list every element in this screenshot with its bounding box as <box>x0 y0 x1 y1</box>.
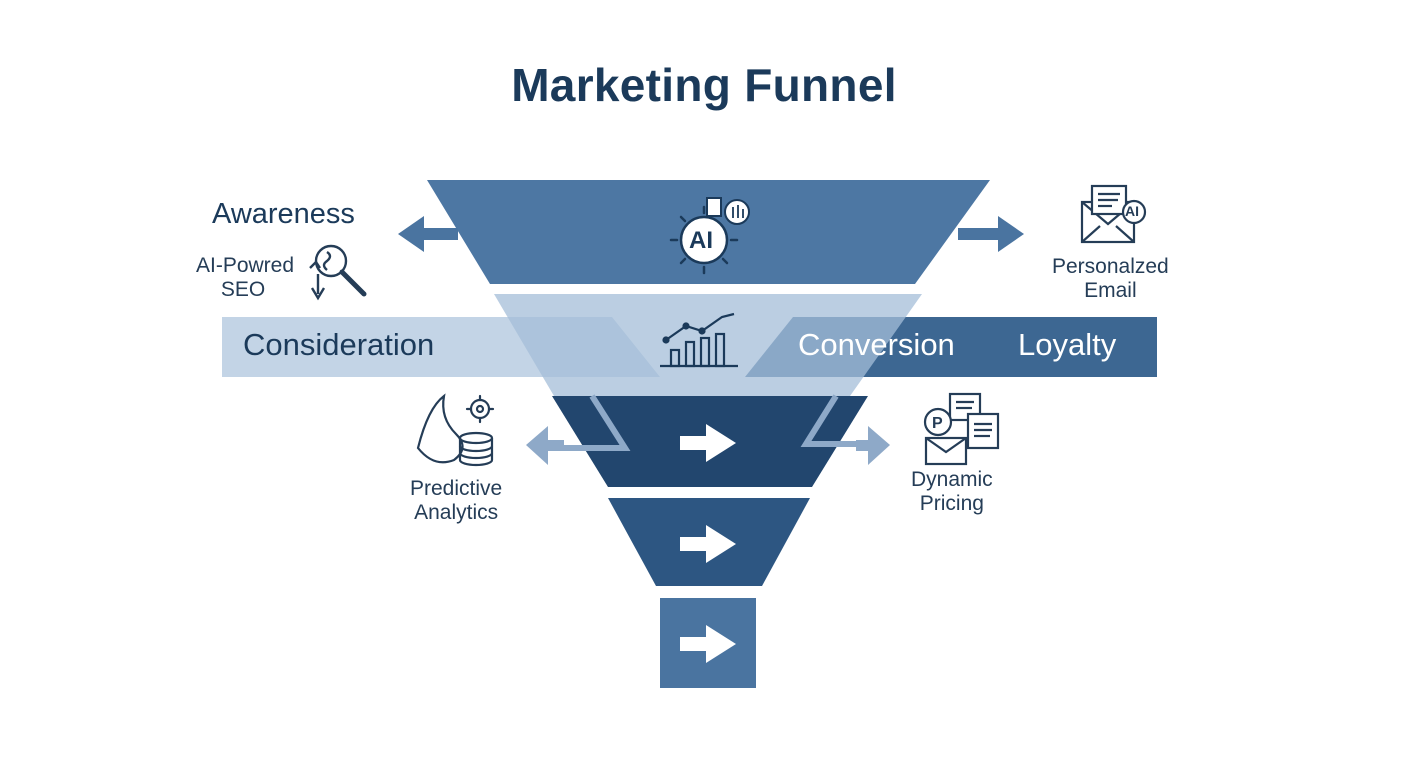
email-ai-badge: AI <box>1125 203 1139 219</box>
connector-right <box>800 394 862 447</box>
connector-left <box>562 394 631 451</box>
page-title: Marketing Funnel <box>511 59 897 111</box>
arrow-right-pricing <box>856 426 890 465</box>
arrow-left-awareness <box>398 216 458 252</box>
svg-text:P: P <box>932 415 943 432</box>
tool-label-seo-line1: AI-Powred <box>196 254 295 277</box>
stage-label-awareness: Awareness <box>212 198 355 230</box>
tool-label-pricing-line1: Dynamic <box>911 468 993 491</box>
arrow-left-analytics <box>526 426 564 465</box>
stage-label-consideration: Consideration <box>243 327 435 362</box>
stage-label-loyalty: Loyalty <box>1018 327 1117 362</box>
tool-label-email-line1: Personalzed <box>1052 255 1169 278</box>
analytics-gear-data-icon <box>416 393 495 467</box>
arrow-right-email <box>958 216 1024 252</box>
tool-label-analytics-line2: Analytics <box>414 501 499 524</box>
ai-badge: AI <box>689 227 713 254</box>
tool-label-seo: AI-Powred SEO <box>196 254 294 302</box>
tool-label-analytics-line1: Predictive <box>410 477 503 500</box>
stage-label-conversion: Conversion <box>798 327 955 362</box>
arrow-right-icon <box>680 525 736 563</box>
email-icon <box>1080 184 1147 244</box>
tool-label-email: Personalzed Email <box>1052 255 1169 303</box>
arrow-right-icon <box>680 625 736 663</box>
arrow-right-icon <box>680 424 736 462</box>
tool-label-pricing: Dynamic Pricing <box>911 468 993 516</box>
bar-chart-trend-icon <box>660 312 738 368</box>
tool-label-analytics: Predictive Analytics <box>410 477 502 525</box>
tool-label-pricing-line2: Pricing <box>919 492 984 515</box>
tool-label-email-line2: Email <box>1084 279 1137 302</box>
pricing-tag-chat-icon: P <box>923 392 1000 466</box>
ai-chip-icon <box>669 197 750 275</box>
tool-label-seo-line2: SEO <box>220 278 266 301</box>
search-seo-icon <box>309 244 367 301</box>
